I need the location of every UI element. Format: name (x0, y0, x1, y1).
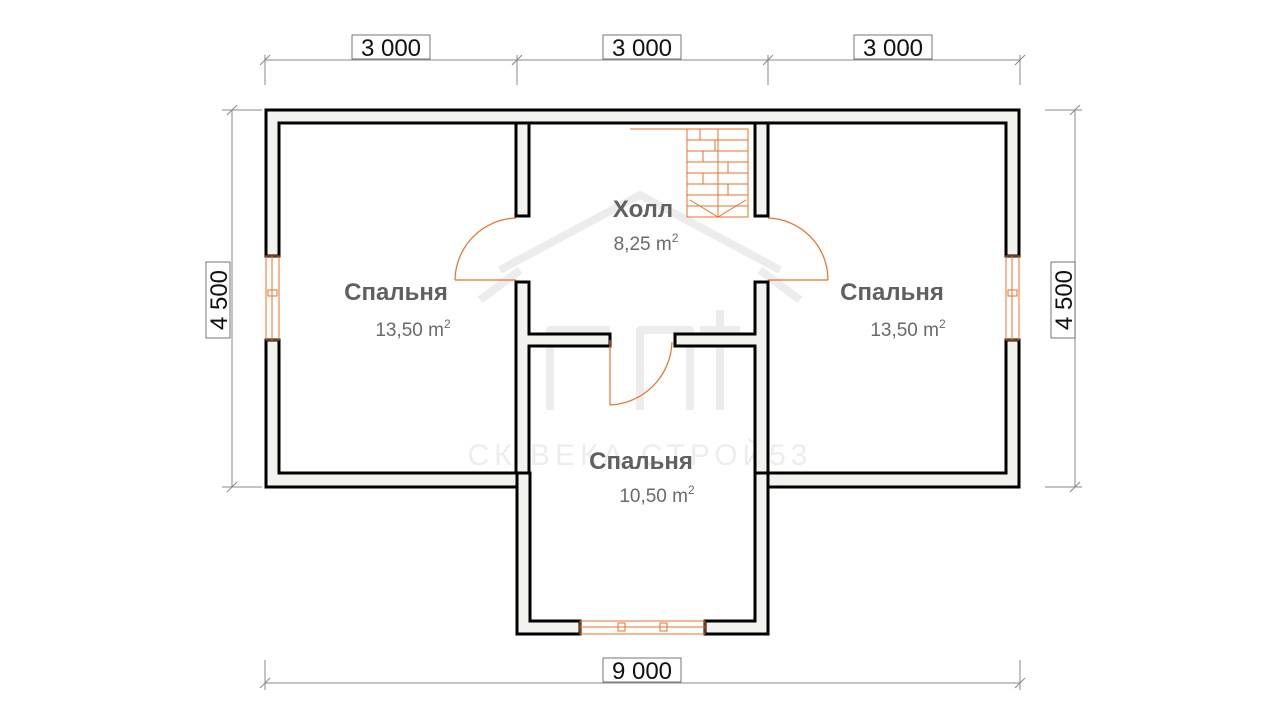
dim-label-right: 4 500 (1050, 261, 1078, 339)
svg-text:3 000: 3 000 (863, 35, 923, 62)
svg-text:3 000: 3 000 (612, 35, 672, 62)
dimension-lines (222, 54, 1082, 690)
dim-label-left: 4 500 (205, 261, 233, 339)
room-bedroom-right: Спальня 13,50 m2 (840, 279, 946, 341)
room-hall: Холл 8,25 m2 (613, 196, 679, 255)
door-right-bedroom (767, 217, 829, 281)
room-bedroom-left: Спальня 13,50 m2 (344, 279, 451, 341)
dim-label-bottom: 9 000 (602, 657, 682, 685)
svg-text:9 000: 9 000 (612, 658, 672, 685)
svg-text:Спальня: Спальня (840, 279, 944, 306)
dim-label-top-1: 3 000 (351, 34, 431, 62)
door-bottom-bedroom (609, 340, 673, 406)
window-right (1005, 255, 1020, 341)
svg-text:8,25 m2: 8,25 m2 (614, 231, 679, 255)
door-left-bedroom (454, 217, 517, 281)
svg-text:Холл: Холл (613, 196, 673, 223)
dim-label-top-3: 3 000 (853, 34, 933, 62)
staircase (630, 128, 749, 218)
window-left (265, 255, 280, 341)
svg-text:4 500: 4 500 (206, 270, 233, 330)
dim-label-top-2: 3 000 (602, 34, 682, 62)
svg-text:Спальня: Спальня (344, 279, 448, 306)
room-bedroom-bottom: Спальня 10,50 m2 (589, 448, 695, 507)
svg-text:13,50 m2: 13,50 m2 (870, 317, 946, 341)
svg-text:Спальня: Спальня (589, 448, 693, 475)
window-bottom (579, 620, 706, 635)
svg-text:4 500: 4 500 (1051, 270, 1078, 330)
svg-text:10,50 m2: 10,50 m2 (619, 483, 695, 507)
svg-text:3 000: 3 000 (361, 35, 421, 62)
svg-text:13,50 m2: 13,50 m2 (375, 317, 451, 341)
